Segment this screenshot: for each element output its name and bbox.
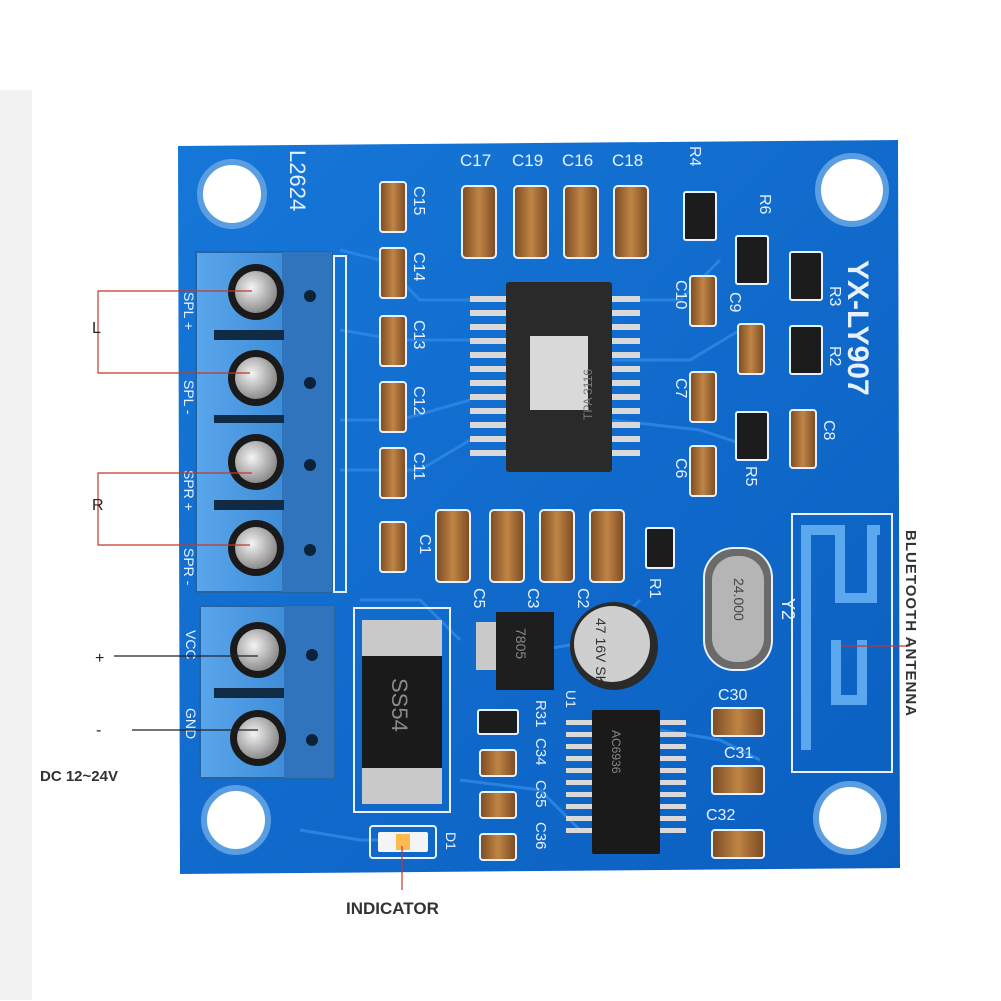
terminal-label: GND	[183, 708, 199, 739]
power-label: DC 12~24V	[40, 768, 118, 785]
part-label: R1	[646, 578, 663, 599]
part-label: C32	[706, 807, 735, 824]
cap-label: C1	[416, 534, 433, 555]
indicator-label: INDICATOR	[346, 899, 439, 918]
part-label: C8	[820, 420, 837, 441]
pcb-board	[178, 140, 900, 874]
bottom-capacitors	[435, 509, 625, 583]
terminal-label: SPR -	[181, 548, 197, 586]
part-label: C31	[724, 745, 753, 762]
part-label: C35	[532, 780, 549, 808]
right-channel-bracket	[97, 472, 252, 546]
part-label: C9	[726, 292, 743, 313]
cap-label: C19	[512, 151, 543, 170]
amp-chip-label: TPA 3116	[581, 369, 595, 420]
bottom-small-components	[477, 707, 765, 861]
part-label: R3	[826, 286, 843, 307]
part-label: C34	[532, 738, 549, 766]
cap-label: C15	[410, 186, 427, 215]
terminal-label: SPL +	[181, 292, 197, 330]
crystal-ref-label: Y2	[778, 598, 798, 620]
regulator-label: 7805	[513, 628, 529, 659]
part-label: R6	[756, 194, 773, 215]
annotation-lines	[97, 290, 910, 890]
amplifier-chip	[470, 282, 640, 472]
bluetooth-antenna-trace	[791, 513, 893, 773]
part-label: R2	[826, 346, 843, 367]
cap-label: C14	[410, 252, 427, 281]
speaker-terminal-block	[195, 251, 333, 593]
part-label: C10	[672, 280, 689, 309]
silkscreen-outline	[333, 255, 347, 593]
cap-label: C17	[460, 151, 491, 170]
mounting-hole	[815, 153, 889, 227]
plus-label: +	[95, 650, 105, 667]
silkscreen-text: YX-LY907 L2624 24.000 Y2 SS54 47 16V SK …	[181, 146, 874, 850]
diode-label: SS54	[387, 678, 412, 732]
cap-label: C5	[470, 588, 487, 609]
model-label: YX-LY907	[841, 260, 874, 396]
cap-label: C11	[410, 452, 427, 480]
minus-label: -	[96, 722, 102, 739]
terminal-label: SPL -	[181, 380, 197, 415]
part-label: R31	[532, 700, 549, 728]
part-label: R4	[686, 146, 703, 167]
part-label: C36	[532, 822, 549, 850]
part-label: R5	[742, 466, 759, 487]
diode	[353, 607, 451, 813]
part-label: C30	[718, 687, 747, 704]
mounting-holes	[197, 153, 889, 855]
background-edge	[0, 90, 32, 1000]
cap-label: C16	[562, 151, 593, 170]
voltage-regulator	[476, 612, 554, 690]
part-label: C6	[672, 458, 689, 479]
cap-label: C2	[574, 588, 591, 609]
part-label: U1	[563, 690, 579, 708]
id-label: L2624	[285, 150, 310, 211]
left-channel-bracket	[97, 290, 252, 374]
indicator-led	[369, 825, 437, 859]
led-label: D1	[443, 832, 459, 850]
right-components	[645, 191, 823, 569]
power-terminal-block	[199, 605, 335, 779]
part-label: C7	[672, 378, 689, 399]
cap-label: C13	[410, 320, 427, 349]
mounting-hole	[201, 785, 271, 855]
cap-label: C3	[524, 588, 541, 609]
crystal-oscillator	[703, 547, 773, 671]
mounting-hole	[813, 781, 887, 855]
bluetooth-chip	[566, 710, 686, 854]
left-channel-label: L	[92, 320, 101, 337]
electrolytic-label: 47 16V SK	[593, 618, 609, 686]
crystal-label: 24.000	[731, 578, 747, 621]
cap-label: C12	[410, 386, 427, 415]
mounting-hole	[197, 159, 267, 229]
electrolytic-capacitor	[570, 602, 658, 690]
right-channel-label: R	[92, 497, 104, 514]
top-capacitors	[461, 185, 649, 259]
antenna-label: BLUETOOTH ANTENNA	[902, 530, 919, 717]
left-capacitors	[379, 181, 407, 573]
terminal-label: SPR +	[181, 470, 197, 511]
cap-label: C18	[612, 151, 643, 170]
bt-chip-label: AC6936	[609, 730, 623, 774]
terminal-label: VCC	[183, 630, 199, 660]
